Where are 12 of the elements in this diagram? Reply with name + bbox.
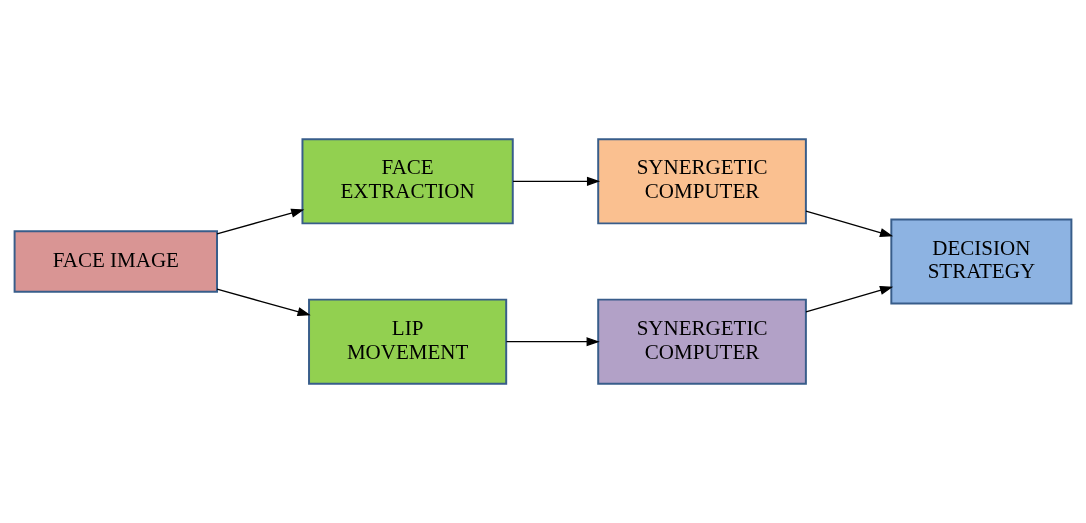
node-box: FACE EXTRACTION — [301, 138, 514, 225]
node-box: LIP MOVEMENT — [308, 298, 508, 385]
arrow — [512, 176, 601, 186]
arrow — [216, 288, 311, 317]
node-box: FACE IMAGE — [13, 230, 218, 293]
arrow — [805, 210, 894, 238]
arrow — [805, 285, 894, 313]
node-box: SYNERGETIC COMPUTER — [597, 298, 807, 385]
node-box: DECISION STRATEGY — [890, 218, 1073, 305]
arrow — [505, 337, 600, 347]
arrow — [216, 208, 305, 235]
node-box: SYNERGETIC COMPUTER — [597, 138, 807, 225]
